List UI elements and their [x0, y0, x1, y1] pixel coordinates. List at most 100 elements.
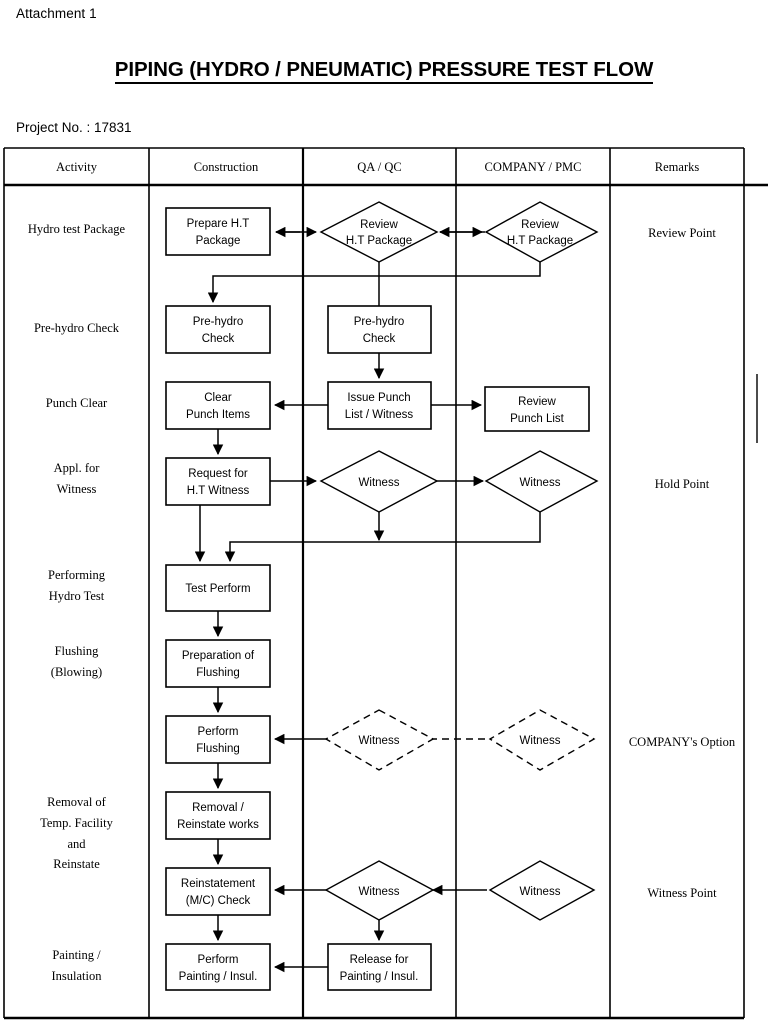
remarks-column: Review Point Hold Point COMPANY's Option… — [629, 226, 736, 900]
node-witness-qaqc-hold[interactable]: Witness — [319, 450, 439, 513]
node-witness-company-hold[interactable]: Witness — [484, 450, 599, 513]
svg-text:Witness: Witness — [359, 735, 400, 747]
node-witness-qaqc-option[interactable]: Witness — [324, 709, 435, 771]
svg-text:Witness: Witness — [520, 477, 561, 489]
page-title-text: PIPING (HYDRO / PNEUMATIC) PRESSURE TEST… — [114, 58, 653, 84]
svg-text:Temp. Facility: Temp. Facility — [40, 816, 113, 830]
node-preparation-of-flushing[interactable]: Preparation of Flushing — [165, 639, 271, 688]
node-release-for-painting-insulation[interactable]: Release for Painting / Insul. — [327, 943, 432, 991]
svg-text:Witness: Witness — [57, 482, 97, 496]
attachment-label: Attachment 1 — [16, 6, 97, 21]
svg-text:Removal /: Removal / — [192, 802, 245, 814]
svg-text:List / Witness: List / Witness — [345, 409, 414, 421]
svg-text:Package: Package — [196, 235, 241, 247]
svg-text:Witness: Witness — [359, 477, 400, 489]
remark-review-point: Review Point — [648, 226, 716, 240]
node-review-ht-package-qaqc[interactable]: Review H.T Package — [319, 201, 439, 263]
remark-hold-point: Hold Point — [655, 477, 710, 491]
activity-label-painting-insulation: Painting / Insulation — [52, 948, 103, 983]
activity-label-hydro-test-package: Hydro test Package — [28, 222, 126, 236]
svg-text:Insulation: Insulation — [52, 969, 103, 983]
svg-text:Painting / Insul.: Painting / Insul. — [179, 971, 258, 983]
svg-text:Pre-hydro: Pre-hydro — [193, 316, 244, 328]
flow-connectors — [194, 226, 541, 973]
svg-text:Issue Punch: Issue Punch — [347, 392, 410, 404]
node-prepare-ht-package[interactable]: Prepare H.T Package — [165, 207, 271, 256]
svg-text:Check: Check — [202, 333, 235, 345]
svg-text:(Blowing): (Blowing) — [51, 665, 102, 679]
activity-label-performing-hydro-test: Performing Hydro Test — [48, 568, 106, 603]
project-number: Project No. : 17831 — [16, 120, 132, 135]
svg-text:Review: Review — [360, 219, 398, 231]
header-company: COMPANY / PMC — [484, 160, 581, 174]
connector-witness-company-to-test-perform — [224, 511, 541, 563]
node-perform-flushing[interactable]: Perform Flushing — [165, 715, 271, 764]
page-title: PIPING (HYDRO / PNEUMATIC) PRESSURE TEST… — [0, 58, 768, 84]
svg-text:Witness: Witness — [520, 886, 561, 898]
node-reinstatement-mc-check[interactable]: Reinstatement (M/C) Check — [165, 867, 271, 916]
svg-text:Appl. for: Appl. for — [54, 461, 101, 475]
svg-text:Performing: Performing — [48, 568, 106, 582]
svg-text:Witness: Witness — [359, 886, 400, 898]
svg-text:Reinstate: Reinstate — [53, 857, 100, 871]
svg-text:Test Perform: Test Perform — [185, 583, 250, 595]
svg-text:Perform: Perform — [198, 954, 239, 966]
node-pre-hydro-check-construction[interactable]: Pre-hydro Check — [165, 305, 271, 354]
svg-text:Pre-hydro: Pre-hydro — [354, 316, 405, 328]
svg-text:Flushing: Flushing — [55, 644, 100, 658]
svg-text:Reinstatement: Reinstatement — [181, 878, 256, 890]
svg-text:Removal of: Removal of — [47, 795, 107, 809]
activity-label-removal-reinstate: Removal of Temp. Facility and Reinstate — [40, 795, 113, 871]
header-activity: Activity — [56, 160, 98, 174]
svg-text:Punch Items: Punch Items — [186, 409, 250, 421]
node-review-punch-list[interactable]: Review Punch List — [484, 386, 590, 432]
node-witness-qaqc-point[interactable]: Witness — [324, 860, 435, 921]
table-grid — [3, 147, 768, 1020]
svg-text:Flushing: Flushing — [196, 743, 239, 755]
activity-label-flushing-blowing: Flushing (Blowing) — [51, 644, 102, 679]
svg-text:and: and — [67, 837, 86, 851]
node-pre-hydro-check-qaqc[interactable]: Pre-hydro Check — [327, 305, 432, 354]
remark-witness-point: Witness Point — [647, 886, 717, 900]
connector-review-company-to-pre-hydro-check — [207, 260, 541, 304]
node-clear-punch-items[interactable]: Clear Punch Items — [165, 381, 271, 430]
node-removal-reinstate-works[interactable]: Removal / Reinstate works — [165, 791, 271, 840]
node-witness-company-point[interactable]: Witness — [488, 860, 596, 921]
node-review-ht-package-company[interactable]: Review H.T Package — [484, 201, 599, 263]
activity-label-punch-clear: Punch Clear — [46, 396, 108, 410]
svg-text:Perform: Perform — [198, 726, 239, 738]
activity-column: Hydro test Package Pre-hydro Check Punch… — [28, 222, 126, 983]
svg-text:Clear: Clear — [204, 392, 232, 404]
svg-text:H.T Package: H.T Package — [346, 235, 412, 247]
svg-text:Hydro Test: Hydro Test — [49, 589, 105, 603]
activity-label-pre-hydro-check: Pre-hydro Check — [34, 321, 120, 335]
svg-text:Punch List: Punch List — [510, 413, 565, 425]
svg-text:H.T Witness: H.T Witness — [187, 485, 250, 497]
activity-label-appl-for-witness: Appl. for Witness — [54, 461, 101, 496]
svg-text:Painting / Insul.: Painting / Insul. — [340, 971, 419, 983]
svg-text:Review: Review — [518, 396, 556, 408]
node-witness-company-option[interactable]: Witness — [488, 709, 596, 771]
header-construction: Construction — [194, 160, 259, 174]
node-issue-punch-list[interactable]: Issue Punch List / Witness — [327, 381, 432, 430]
header-qaqc: QA / QC — [357, 160, 401, 174]
svg-text:Reinstate works: Reinstate works — [177, 819, 259, 831]
node-perform-painting-insulation[interactable]: Perform Painting / Insul. — [165, 943, 271, 991]
svg-text:Witness: Witness — [520, 735, 561, 747]
svg-text:Request for: Request for — [188, 468, 248, 480]
svg-text:Prepare H.T: Prepare H.T — [187, 218, 250, 230]
svg-text:Release for: Release for — [350, 954, 409, 966]
svg-text:H.T Package: H.T Package — [507, 235, 573, 247]
header-remarks: Remarks — [655, 160, 700, 174]
remark-companys-option: COMPANY's Option — [629, 735, 736, 749]
svg-text:Preparation of: Preparation of — [182, 650, 255, 662]
svg-text:Review: Review — [521, 219, 559, 231]
table-header-row: Activity Construction QA / QC COMPANY / … — [56, 160, 699, 174]
node-request-ht-witness[interactable]: Request for H.T Witness — [165, 457, 271, 506]
svg-text:Flushing: Flushing — [196, 667, 239, 679]
node-test-perform[interactable]: Test Perform — [165, 564, 271, 612]
svg-text:Painting /: Painting / — [52, 948, 101, 962]
svg-text:Check: Check — [363, 333, 396, 345]
